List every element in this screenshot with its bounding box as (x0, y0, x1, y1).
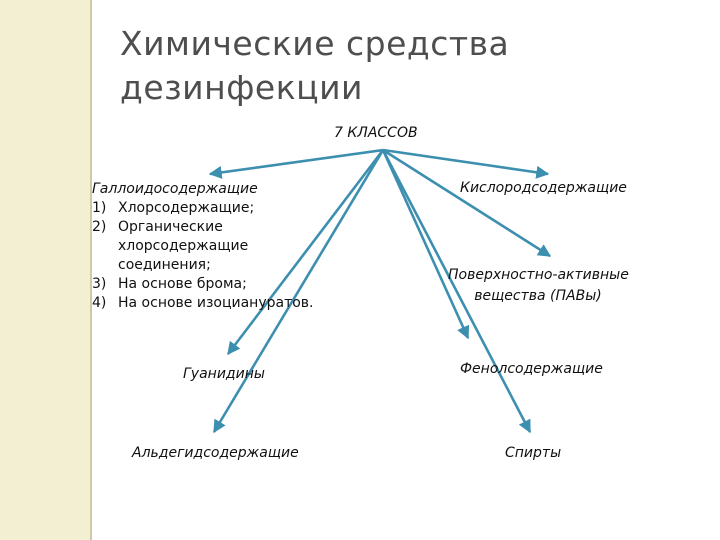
slide-title: Химические средства дезинфекции (120, 22, 680, 110)
arrow-to-aldehyde (212, 149, 385, 434)
arrow-to-phenol (381, 149, 470, 340)
list-item: 3)На основе брома; (92, 276, 247, 292)
surfactant-line-2: вещества (ПАВы) (474, 288, 602, 304)
list-item-continuation: соединения; (118, 257, 211, 273)
halogen-heading: Галлоидосодержащие (92, 181, 258, 197)
list-item: 2)Органические (92, 219, 223, 235)
phenol-label: Фенолсодержащие (460, 361, 603, 377)
surfactant-label: Поверхностно-активные вещества (ПАВы) (448, 265, 629, 307)
list-item: 4)На основе изоциануратов. (92, 295, 314, 311)
sidebar-divider (90, 0, 92, 540)
root-label: 7 КЛАССОВ (334, 125, 418, 141)
arrow-to-halogen (208, 148, 384, 179)
guanidine-label: Гуанидины (183, 366, 265, 382)
title-line-2: дезинфекции (120, 68, 363, 107)
arrow-to-surfactant (382, 148, 552, 258)
list-item: 1)Хлорсодержащие; (92, 200, 255, 216)
aldehyde-label: Альдегидсодержащие (132, 445, 299, 461)
surfactant-line-1: Поверхностно-активные (448, 267, 629, 283)
arrow-to-alcohol (381, 149, 532, 434)
oxygen-label: Кислородсодержащие (460, 180, 627, 196)
halogen-block: Галлоидосодержащие 1)Хлорсодержащие; 2)О… (92, 180, 314, 313)
decorative-sidebar (0, 0, 90, 540)
arrow-to-oxygen (382, 148, 550, 179)
title-line-1: Химические средства (120, 24, 510, 63)
list-item-continuation: хлорсодержащие (118, 238, 249, 254)
arrow-to-guanidine (226, 149, 385, 356)
alcohol-label: Спирты (505, 445, 562, 461)
